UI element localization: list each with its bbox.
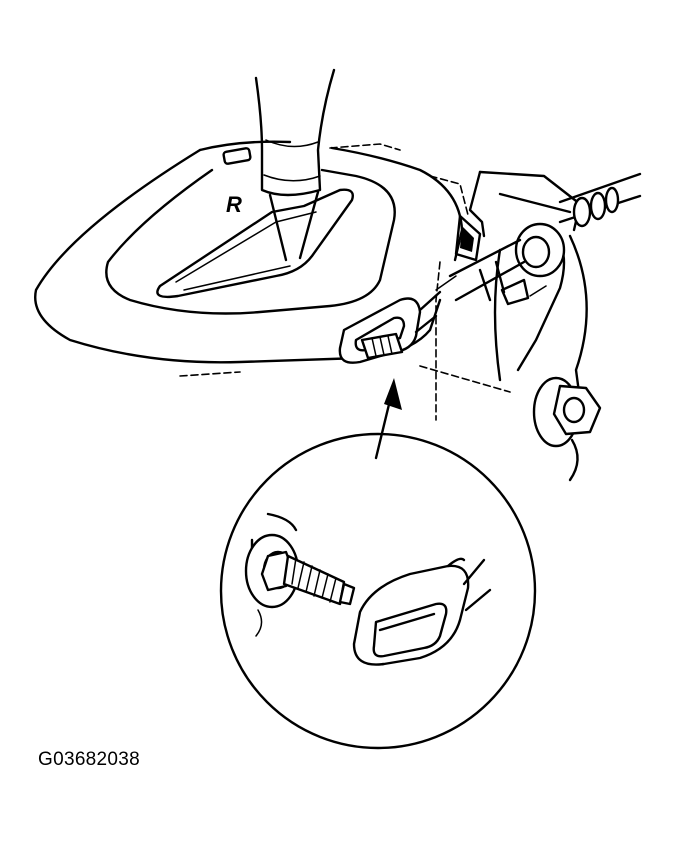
console-cover-outline xyxy=(179,143,511,421)
figure-code: G03682038 xyxy=(38,749,141,770)
detail-view-circle xyxy=(219,432,537,750)
stud-bolt xyxy=(360,332,404,360)
gear-position-label: R xyxy=(226,192,242,217)
shift-cable xyxy=(435,172,642,302)
flange-nut xyxy=(532,376,602,482)
detail-pointer-arrow xyxy=(374,378,402,460)
shift-lever xyxy=(254,68,336,262)
cable-bracket xyxy=(454,170,588,402)
